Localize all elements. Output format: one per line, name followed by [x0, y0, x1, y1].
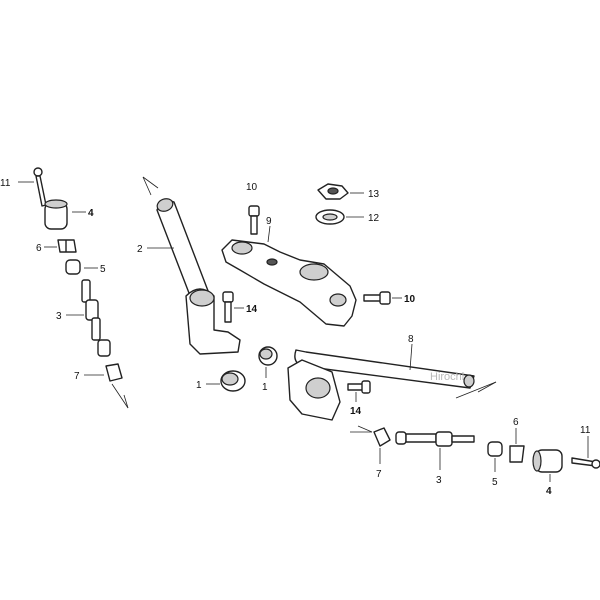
- callout-14-right: 14: [350, 406, 362, 417]
- top-clamp-9: [221, 225, 357, 327]
- bolt-14-right: [347, 380, 371, 402]
- callout-6-left: 6: [36, 243, 42, 254]
- callout-8: 8: [408, 334, 414, 345]
- callout-7-right: 7: [376, 469, 382, 480]
- callout-6-right: 6: [513, 417, 519, 428]
- handlebar-8-right: [287, 343, 497, 421]
- callout-3-right: 3: [436, 475, 442, 486]
- damper-5-left: [65, 259, 98, 275]
- callout-5-left: 5: [100, 264, 106, 275]
- axis-guide-left: [111, 383, 129, 409]
- clip-6-right: [509, 428, 525, 463]
- callout-10-right: 10: [404, 294, 416, 305]
- callout-2: 2: [137, 244, 143, 255]
- bar-end-weight-4-left: [44, 199, 86, 230]
- clip-6-left: [44, 239, 77, 253]
- callout-4-right: 4: [546, 486, 552, 497]
- axis-guide-right: [350, 425, 373, 433]
- callout-14-left: 14: [246, 304, 258, 315]
- bolt-11-right: [571, 436, 600, 469]
- callout-12: 12: [368, 213, 380, 224]
- callout-3-left: 3: [56, 311, 62, 322]
- callout-4-left: 4: [88, 208, 94, 219]
- callout-1-left: 1: [196, 380, 202, 391]
- callout-13: 13: [368, 189, 380, 200]
- callout-9: 9: [266, 216, 272, 227]
- damper-5-right: [487, 441, 503, 472]
- inner-rod-3-right: [395, 431, 475, 470]
- bar-end-weight-4-right: [532, 449, 563, 482]
- nut-7-right: [373, 427, 391, 464]
- callout-1-right: 1: [262, 382, 268, 393]
- callout-11-right: 11: [580, 425, 591, 436]
- inner-rod-3-left: [66, 279, 111, 357]
- watermark: Hirochi: [430, 371, 464, 383]
- callout-7-left: 7: [74, 371, 80, 382]
- callout-10-top: 10: [246, 182, 258, 193]
- bar-end-cap-1-left: [206, 370, 246, 392]
- callout-5-right: 5: [492, 477, 498, 488]
- bolt-10-top: [248, 205, 260, 235]
- callout-11-left: 11: [0, 178, 11, 189]
- bolt-11-left: [18, 167, 47, 207]
- nut-7-left: [84, 363, 123, 382]
- nut-13: [317, 183, 364, 200]
- bolt-10-right: [363, 291, 402, 305]
- handlebar-2-left: [142, 176, 241, 355]
- washer-12: [315, 209, 364, 225]
- bar-end-cap-1-right: [258, 346, 278, 378]
- bolt-14-left: [222, 291, 244, 323]
